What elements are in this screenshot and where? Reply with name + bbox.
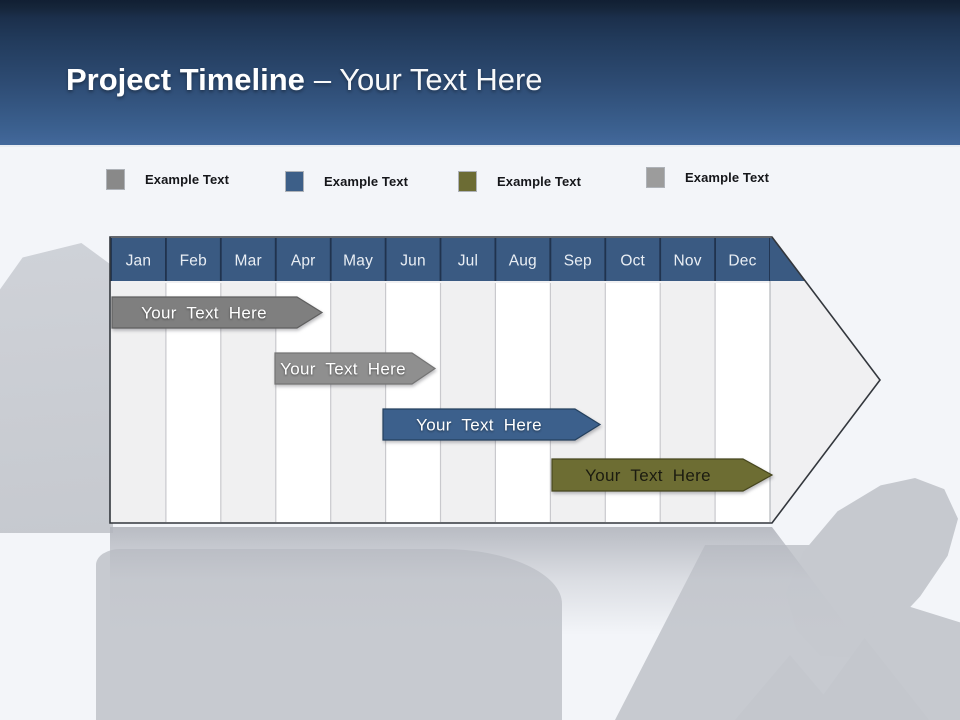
column-jun <box>385 283 441 523</box>
task-bar-4: Your Text Here <box>551 458 774 492</box>
page-title: Project Timeline– Your Text Here <box>66 62 543 98</box>
legend-swatch-olive <box>458 171 477 192</box>
page-title-suffix: – Your Text Here <box>313 62 543 97</box>
month-label-nov: Nov <box>674 253 702 270</box>
timeline-chart: Jan Feb Mar Apr May Jun Jul Aug Sep Oct … <box>109 236 882 524</box>
legend-item-4: Example Text <box>646 167 769 188</box>
month-label-sep: Sep <box>564 253 592 270</box>
column-aug <box>495 283 551 523</box>
legend-item-1: Example Text <box>106 169 229 190</box>
task-bar-2: Your Text Here <box>274 352 437 385</box>
background-silhouette-book <box>0 243 113 533</box>
task-bar-1-label: Your Text Here <box>141 304 267 323</box>
legend-label: Example Text <box>145 172 230 187</box>
month-cell-oct <box>606 238 660 281</box>
task-bar-4-label: Your Text Here <box>585 466 711 485</box>
month-label-feb: Feb <box>180 253 207 270</box>
legend-item-2: Example Text <box>285 171 408 192</box>
task-bar-3: Your Text Here <box>382 408 602 441</box>
column-may <box>330 283 386 523</box>
month-header-row: Jan Feb Mar Apr May Jun Jul Aug Sep Oct … <box>110 238 806 281</box>
legend-label: Example Text <box>324 174 409 189</box>
task-bar-4-shape <box>551 458 774 492</box>
month-label-jul: Jul <box>458 253 478 270</box>
task-bar-1-shape <box>111 296 324 329</box>
month-cell-dec <box>716 238 770 281</box>
legend-swatch-gray <box>106 169 125 190</box>
month-label-jan: Jan <box>126 253 152 270</box>
task-bar-3-label: Your Text Here <box>416 416 542 435</box>
legend-label: Example Text <box>497 174 582 189</box>
month-label-oct: Oct <box>620 253 645 270</box>
month-label-mar: Mar <box>235 253 262 270</box>
month-cell-sep <box>551 238 605 281</box>
legend-label: Example Text <box>685 170 770 185</box>
month-cell-jun <box>386 238 440 281</box>
page-title-bold: Project Timeline <box>66 62 305 97</box>
month-label-may: May <box>343 253 373 270</box>
task-bar-2-shape <box>274 352 437 385</box>
timeline-arrow-outline <box>109 236 882 524</box>
month-label-aug: Aug <box>509 253 537 270</box>
task-bar-1: Your Text Here <box>111 296 324 329</box>
month-cell-nov <box>661 238 715 281</box>
month-cell-may <box>331 238 385 281</box>
timeline-reflection <box>110 527 880 677</box>
month-cell-feb <box>166 238 220 281</box>
month-label-apr: Apr <box>291 253 316 270</box>
legend-item-3: Example Text <box>458 171 581 192</box>
month-cell-aug <box>496 238 550 281</box>
legend-swatch-lightgray <box>646 167 665 188</box>
column-jul <box>440 283 496 523</box>
month-cell-jul <box>441 238 495 281</box>
slide-header-band: Project Timeline– Your Text Here <box>0 0 960 147</box>
month-cell-apr <box>276 238 330 281</box>
task-bar-2-label: Your Text Here <box>280 360 406 379</box>
legend-swatch-blue <box>285 171 304 192</box>
month-cell-jan <box>111 238 165 281</box>
task-bar-3-shape <box>382 408 602 441</box>
month-label-dec: Dec <box>728 253 756 270</box>
month-label-jun: Jun <box>400 253 426 270</box>
month-cell-mar <box>221 238 275 281</box>
